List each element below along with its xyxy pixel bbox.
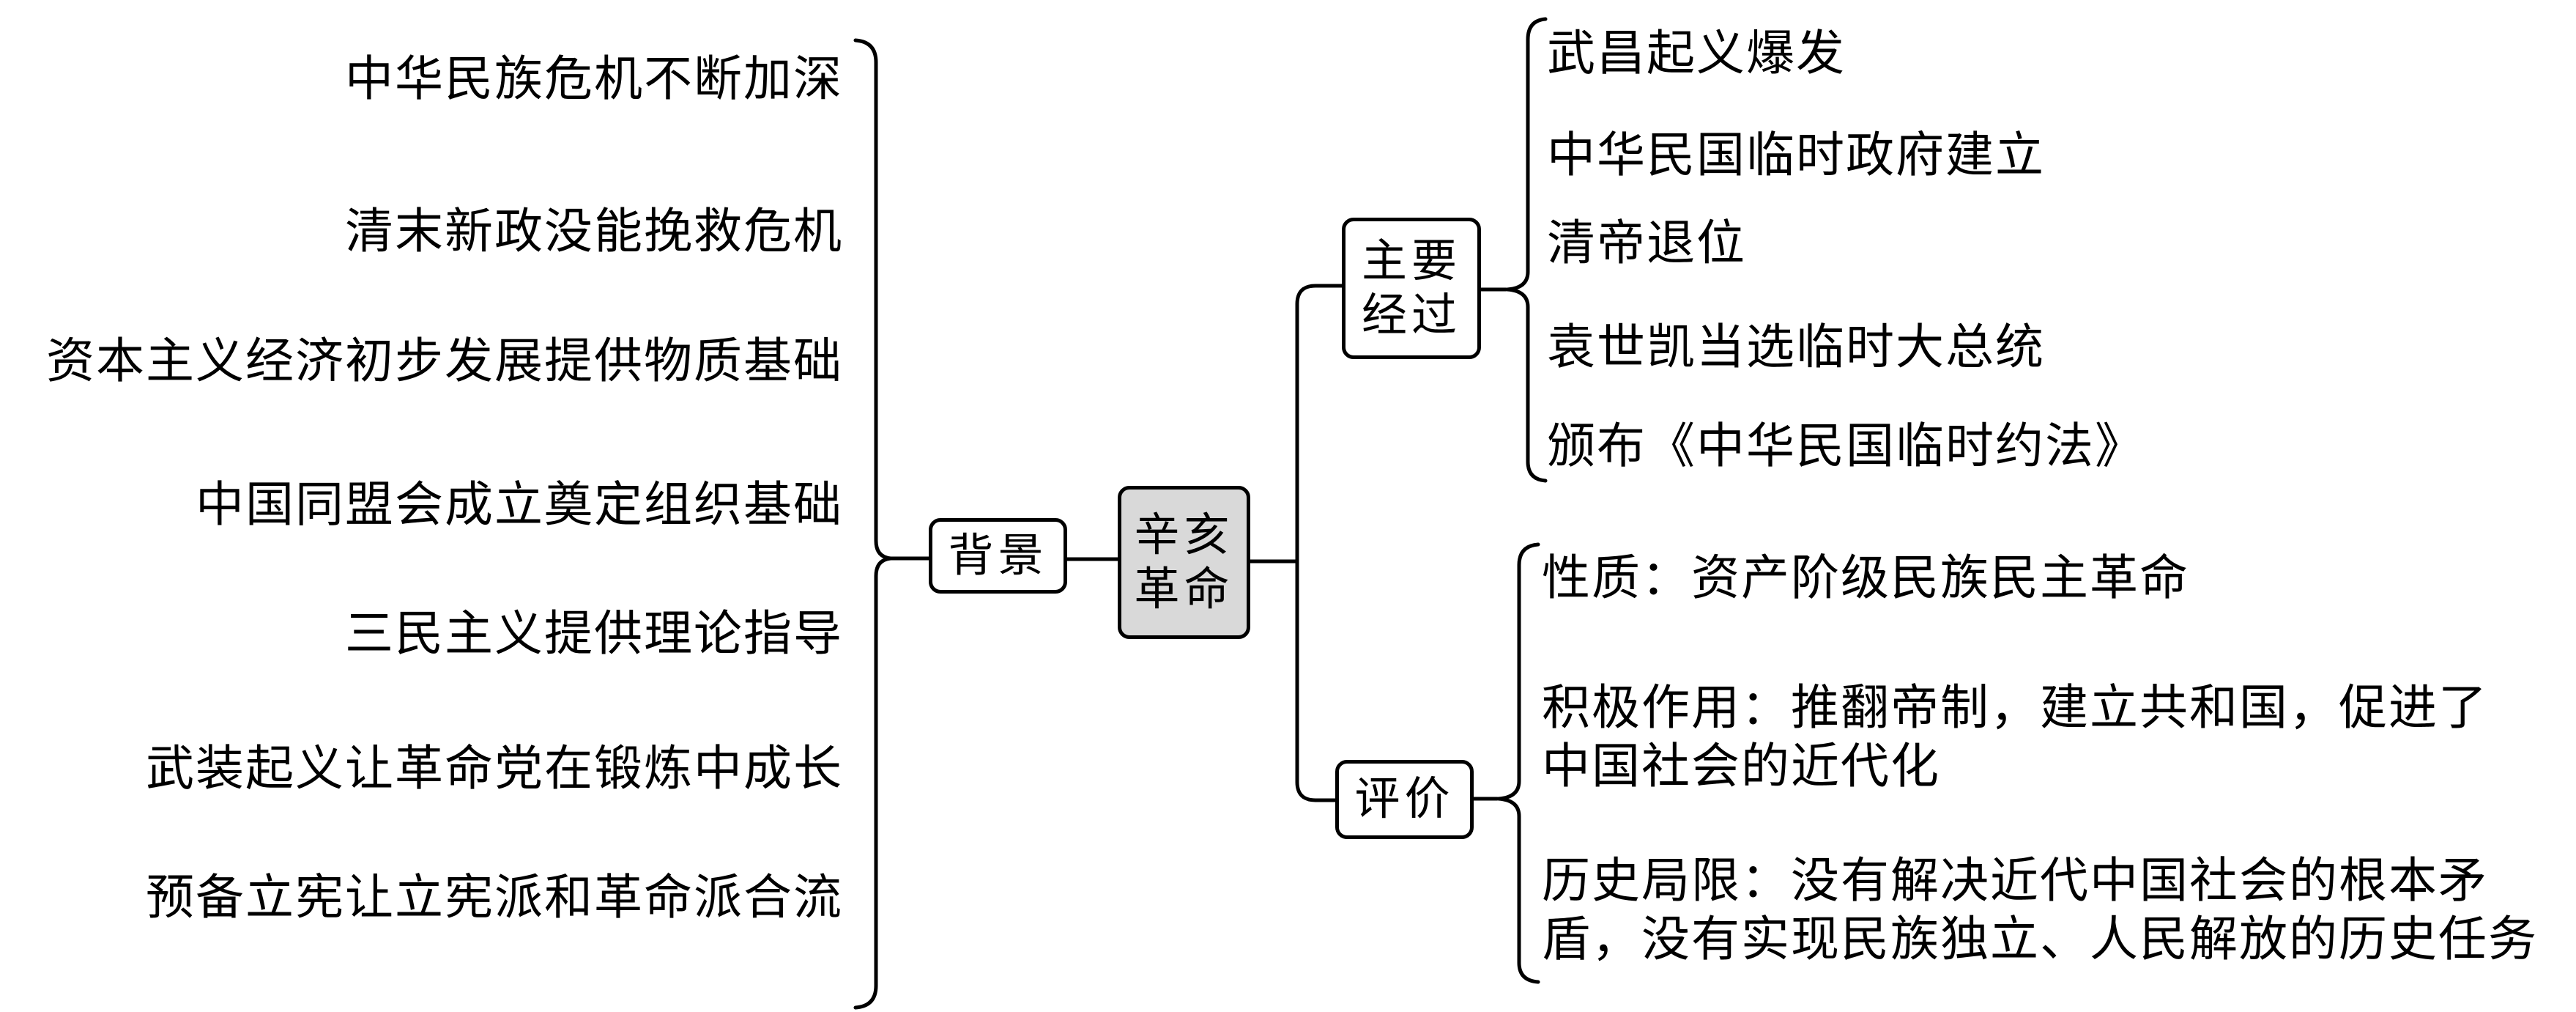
background-item: 中国同盟会成立奠定组织基础 bbox=[196, 479, 843, 532]
course-node-label-line2: 经过 bbox=[1361, 290, 1461, 341]
background-item: 资本主义经济初步发展提供物质基础 bbox=[46, 335, 843, 388]
course-item: 袁世凯当选临时大总统 bbox=[1547, 321, 2045, 374]
course-node: 主要 经过 bbox=[1342, 218, 1481, 359]
root-node-label-line2: 革命 bbox=[1134, 564, 1234, 615]
evaluation-item: 历史局限：没有解决近代中国社会的根本矛 盾，没有实现民族独立、人民解放的历史任务 bbox=[1542, 852, 2538, 969]
background-item: 武装起义让革命党在锻炼中成长 bbox=[146, 742, 843, 796]
background-item: 三民主义提供理论指导 bbox=[345, 607, 843, 661]
evaluation-item-line: 积极作用：推翻帝制，建立共和国，促进了 bbox=[1542, 682, 2488, 735]
background-item: 清末新政没能挽救危机 bbox=[345, 205, 843, 259]
course-item: 清帝退位 bbox=[1547, 217, 1746, 270]
evaluation-brace bbox=[1496, 542, 1540, 984]
evaluation-node: 评价 bbox=[1335, 760, 1474, 839]
background-node: 背景 bbox=[929, 518, 1067, 594]
evaluation-item-line: 盾，没有实现民族独立、人民解放的历史任务 bbox=[1542, 913, 2538, 967]
root-node: 辛亥 革命 bbox=[1118, 486, 1250, 639]
course-brace bbox=[1505, 17, 1548, 483]
trunk-line bbox=[1295, 284, 1344, 802]
background-node-label: 背景 bbox=[948, 531, 1048, 581]
evaluation-item-line: 中国社会的近代化 bbox=[1542, 740, 1940, 794]
evaluation-item: 性质：资产阶级民族民主革命 bbox=[1542, 550, 2189, 608]
course-item: 武昌起义爆发 bbox=[1547, 27, 1846, 81]
evaluation-item-line: 性质：资产阶级民族民主革命 bbox=[1542, 552, 2189, 605]
background-item: 预备立宪让立宪派和革命派合流 bbox=[146, 871, 843, 925]
background-item: 中华民族危机不断加深 bbox=[345, 53, 843, 106]
course-item: 中华民国临时政府建立 bbox=[1547, 129, 2045, 182]
left-brace bbox=[853, 38, 893, 1010]
root-node-label-line1: 辛亥 bbox=[1134, 510, 1234, 561]
course-node-label-line1: 主要 bbox=[1361, 236, 1461, 287]
evaluation-node-label: 评价 bbox=[1354, 775, 1455, 824]
evaluation-item: 积极作用：推翻帝制，建立共和国，促进了 中国社会的近代化 bbox=[1542, 679, 2488, 797]
evaluation-item-line: 历史局限：没有解决近代中国社会的根本矛 bbox=[1542, 854, 2488, 908]
course-item: 颁布《中华民国临时约法》 bbox=[1547, 420, 2145, 473]
